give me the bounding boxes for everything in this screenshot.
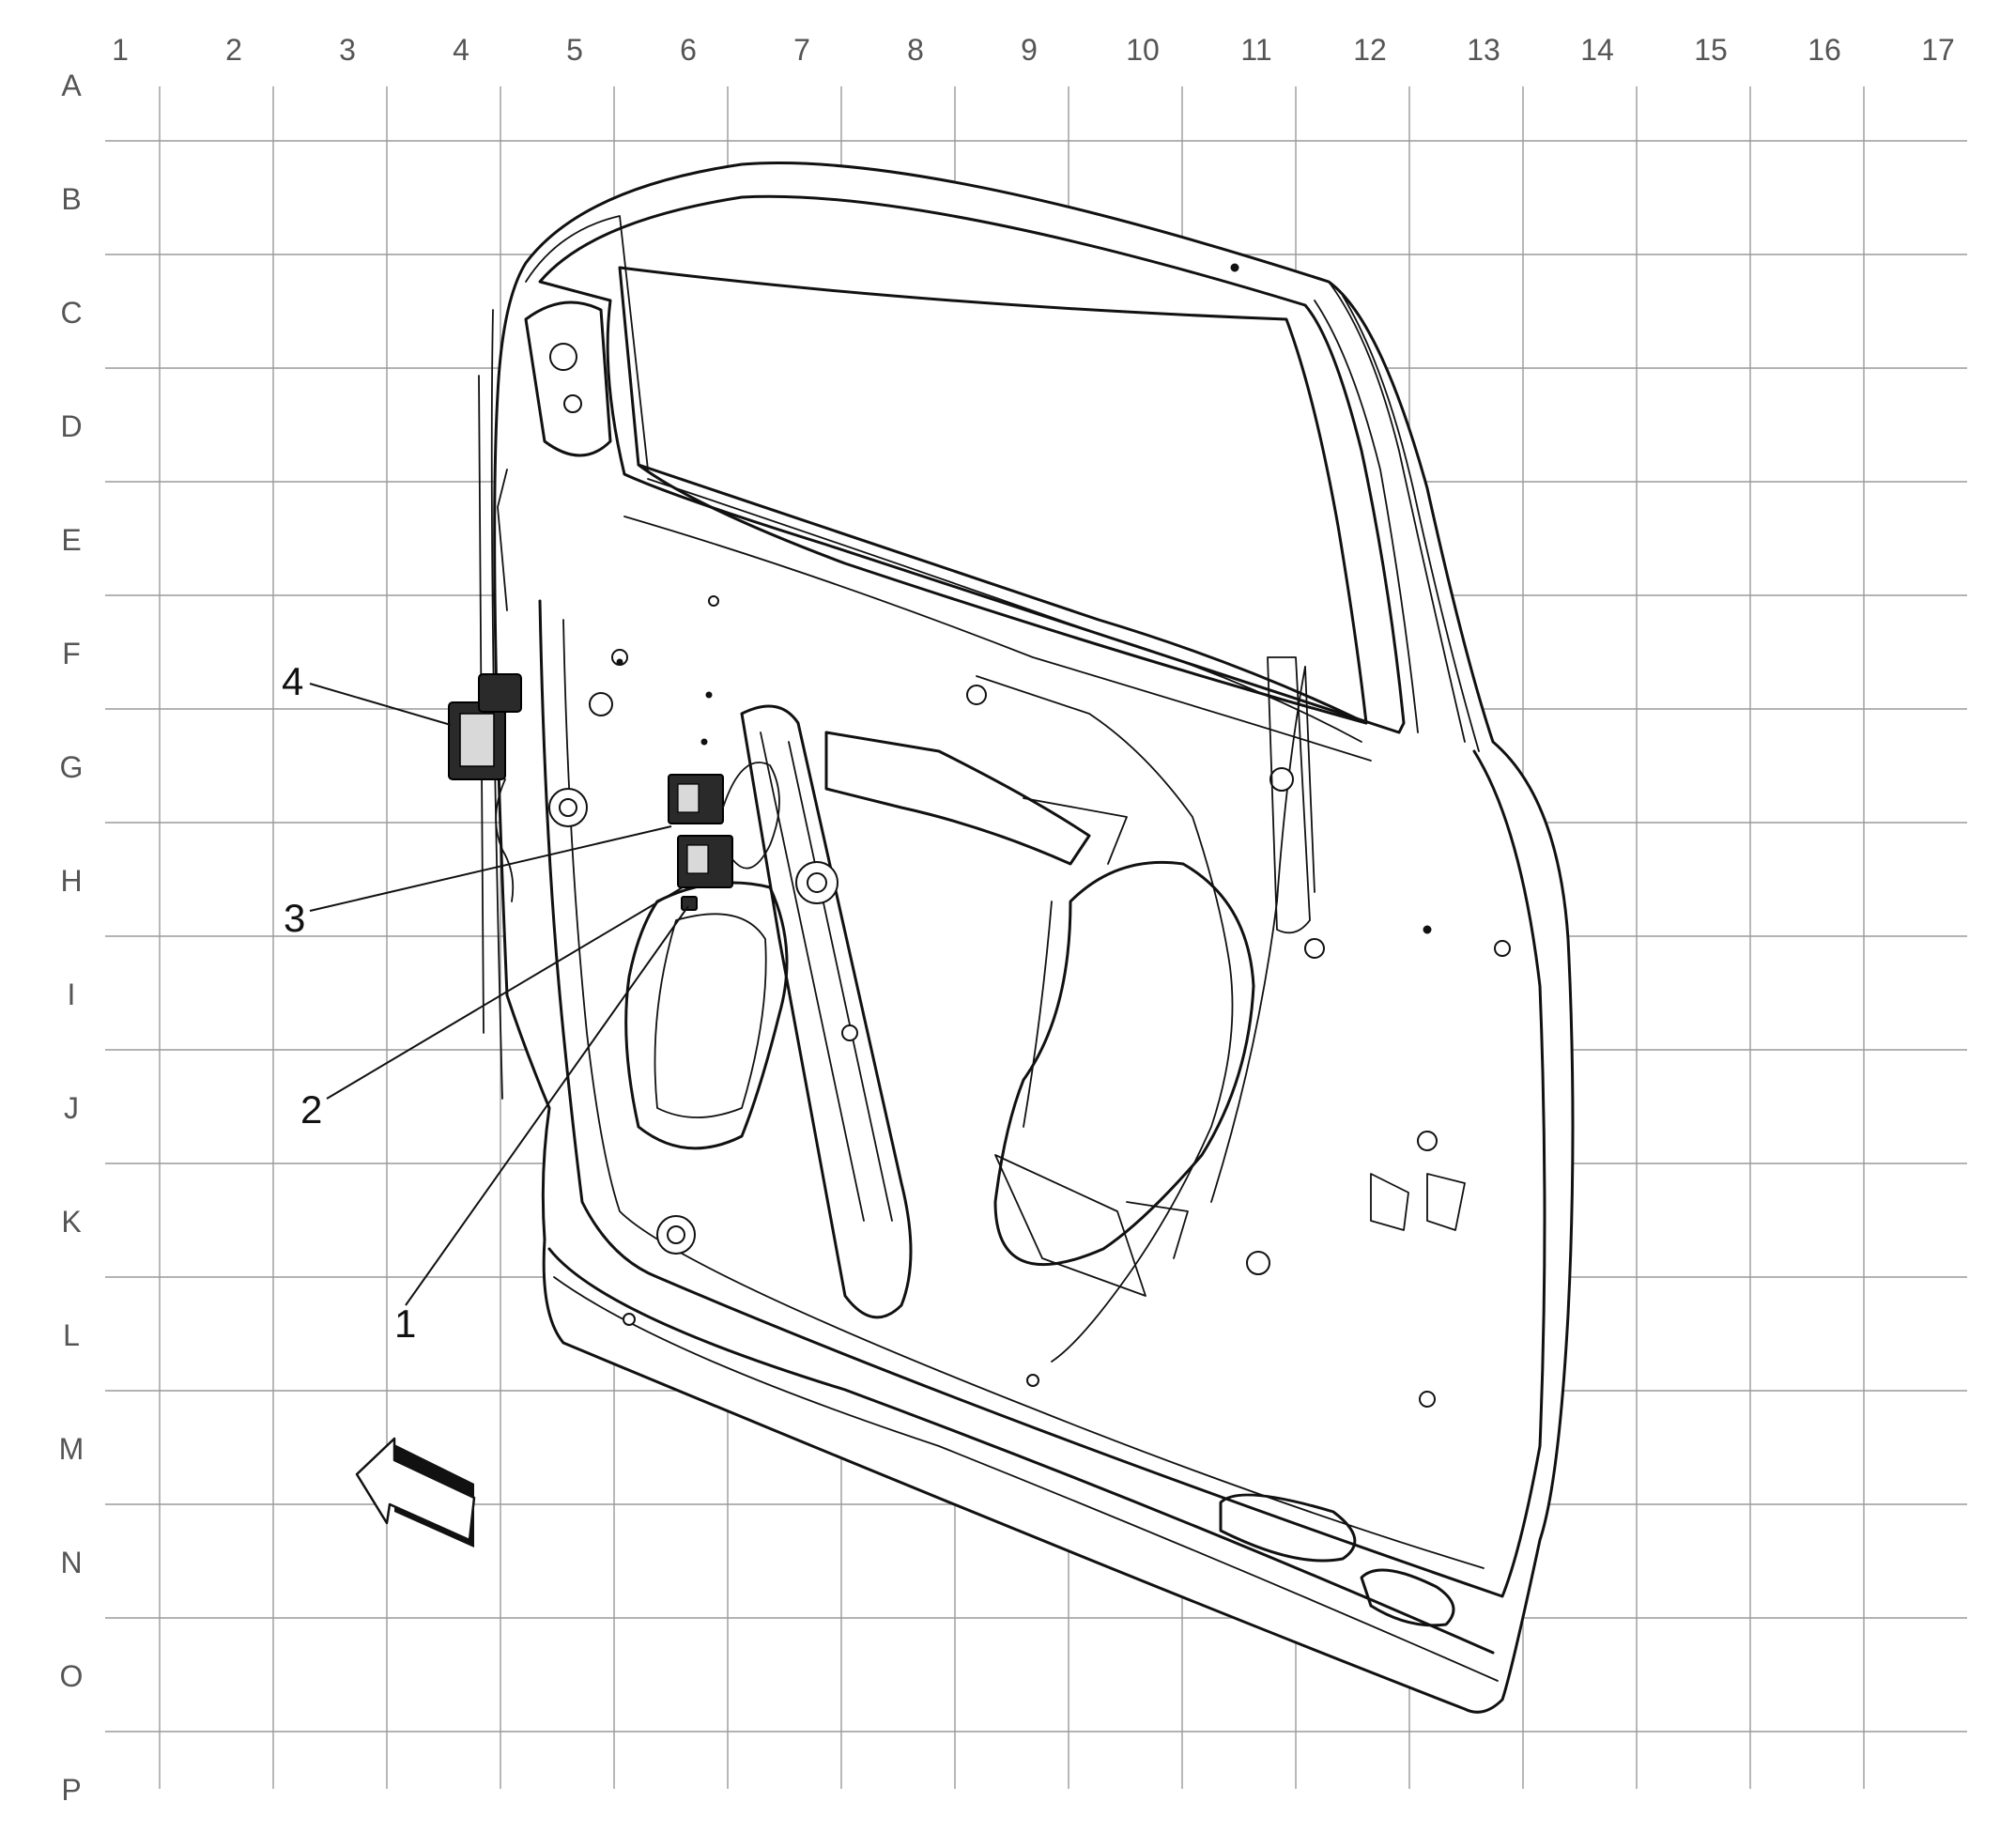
grid-column-label: 7	[793, 33, 810, 67]
grid-row-label: M	[59, 1432, 85, 1466]
callout-label-2: 2	[300, 1087, 322, 1132]
grid-row-label: F	[62, 637, 81, 670]
access-opening-rear	[993, 860, 1255, 1267]
grid-column-label: 11	[1240, 33, 1271, 67]
grid-row-label: C	[60, 296, 82, 330]
grid-row-label: O	[60, 1659, 84, 1693]
grid-row-label: L	[63, 1318, 80, 1352]
grid-column-label: 8	[907, 33, 924, 67]
grid-row-label: N	[60, 1546, 82, 1579]
window-opening	[618, 266, 1368, 725]
grid-column-label: 4	[453, 33, 469, 67]
callout-label-4: 4	[282, 659, 303, 703]
window-frame-inner	[538, 194, 1406, 734]
grid-column-label: 10	[1126, 33, 1160, 67]
leader-1	[405, 905, 689, 1306]
connector-4	[448, 673, 522, 780]
callout-leaders	[309, 683, 689, 1306]
connector-2	[677, 835, 733, 888]
grid-column-label: 13	[1467, 33, 1500, 67]
callout-label-1: 1	[394, 1301, 416, 1346]
grid-column-label: 12	[1353, 33, 1387, 67]
grid-row-label: A	[61, 69, 82, 102]
inner-panel	[538, 599, 1546, 1598]
grid-column-label: 15	[1694, 33, 1728, 67]
grid-row-label: H	[60, 864, 82, 898]
connector-1	[681, 896, 698, 911]
leader-3	[309, 825, 672, 912]
grid-column-label: 17	[1921, 33, 1955, 67]
connector-3	[668, 774, 724, 824]
grid-column-label: 1	[112, 33, 129, 67]
wiring-harness	[976, 675, 1234, 1363]
grid-row-label: P	[61, 1773, 81, 1807]
regulator-rail	[740, 704, 913, 1319]
grid-column-label: 3	[339, 33, 356, 67]
front-direction-arrow-icon	[355, 1437, 476, 1548]
door-outer-frame	[493, 162, 1575, 1714]
door-drawing	[478, 162, 1575, 1714]
grid-row-label: E	[61, 523, 81, 557]
row-labels: A B C D E F G H I J K L M N O P	[59, 69, 85, 1807]
grid-column-label: 9	[1021, 33, 1038, 67]
callout-label-3: 3	[284, 896, 305, 940]
grid-column-label: 6	[680, 33, 697, 67]
grid-row-label: K	[61, 1205, 81, 1239]
grid-row-label: J	[64, 1091, 79, 1125]
grid-row-label: B	[61, 182, 81, 216]
grid-column-label: 14	[1580, 33, 1614, 67]
grid-row-label: D	[60, 409, 82, 443]
grid-column-label: 16	[1808, 33, 1841, 67]
grid-column-label: 2	[225, 33, 242, 67]
grid-column-label: 5	[566, 33, 583, 67]
leader-2	[326, 886, 684, 1100]
grid-row-label: I	[68, 978, 76, 1011]
grid-row-label: G	[60, 750, 84, 784]
leader-4	[309, 683, 452, 726]
